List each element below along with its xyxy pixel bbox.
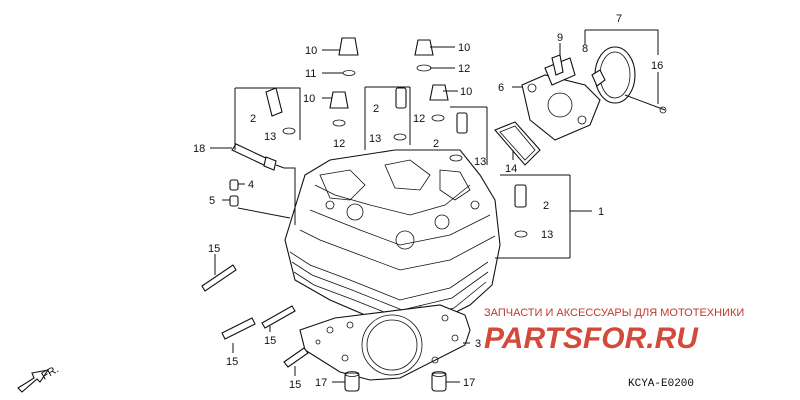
callout-13: 13 <box>369 133 381 145</box>
watermark-brand: PARTSFOR.RU <box>484 322 699 355</box>
caps-and-washers <box>329 37 449 127</box>
callout-3: 3 <box>475 338 481 350</box>
callout-17: 17 <box>463 377 475 389</box>
callout-15: 15 <box>208 243 220 255</box>
callout-12: 12 <box>333 138 345 150</box>
callout-9: 9 <box>557 32 563 44</box>
callout-2: 2 <box>543 200 549 212</box>
callout-10: 10 <box>460 86 472 98</box>
studs <box>201 264 309 368</box>
callout-14: 14 <box>505 163 517 175</box>
callout-10: 10 <box>458 42 470 54</box>
callout-15: 15 <box>226 356 238 368</box>
dowel-pins <box>344 371 447 392</box>
callout-7: 7 <box>616 13 622 25</box>
callout-2: 2 <box>373 103 379 115</box>
callout-12: 12 <box>413 113 425 125</box>
o-ring-gasket <box>494 121 541 166</box>
callout-labels: 1 2 2 2 2 3 4 5 6 7 8 9 10 10 10 10 11 1… <box>193 13 663 391</box>
callout-11: 11 <box>305 68 316 80</box>
callout-13: 13 <box>541 229 553 241</box>
callout-6: 6 <box>498 82 504 94</box>
callout-13: 13 <box>264 131 276 143</box>
leader-lines <box>210 29 659 383</box>
callout-16: 16 <box>651 60 663 72</box>
callout-1: 1 <box>598 206 604 218</box>
arrow-icon <box>17 369 50 393</box>
diagram-code: KCYA-E0200 <box>628 378 694 390</box>
cylinder-head <box>284 149 501 331</box>
callout-17: 17 <box>315 377 327 389</box>
callout-15: 15 <box>289 379 301 391</box>
callout-2: 2 <box>433 138 439 150</box>
front-label: FR. <box>40 363 61 382</box>
valve-guides <box>265 87 528 238</box>
callout-18: 18 <box>193 143 205 155</box>
small-dowel <box>229 179 239 207</box>
callout-4: 4 <box>248 179 254 191</box>
watermark: ЗАПЧАСТИ И АКСЕССУАРЫ ДЛЯ МОТОТЕХНИКИ PA… <box>484 307 744 355</box>
callout-5: 5 <box>209 195 215 207</box>
callout-2: 2 <box>250 113 256 125</box>
callout-15: 15 <box>264 335 276 347</box>
callout-13: 13 <box>474 156 486 168</box>
callout-8: 8 <box>582 43 588 55</box>
head-gasket <box>299 304 471 381</box>
callout-10: 10 <box>305 45 317 57</box>
spark-plug <box>231 143 285 171</box>
callout-10: 10 <box>303 93 315 105</box>
callout-12: 12 <box>458 63 470 75</box>
hose-clamp <box>551 46 667 114</box>
front-direction-indicator: FR. <box>17 363 61 393</box>
watermark-tagline: ЗАПЧАСТИ И АКСЕССУАРЫ ДЛЯ МОТОТЕХНИКИ <box>484 307 744 319</box>
